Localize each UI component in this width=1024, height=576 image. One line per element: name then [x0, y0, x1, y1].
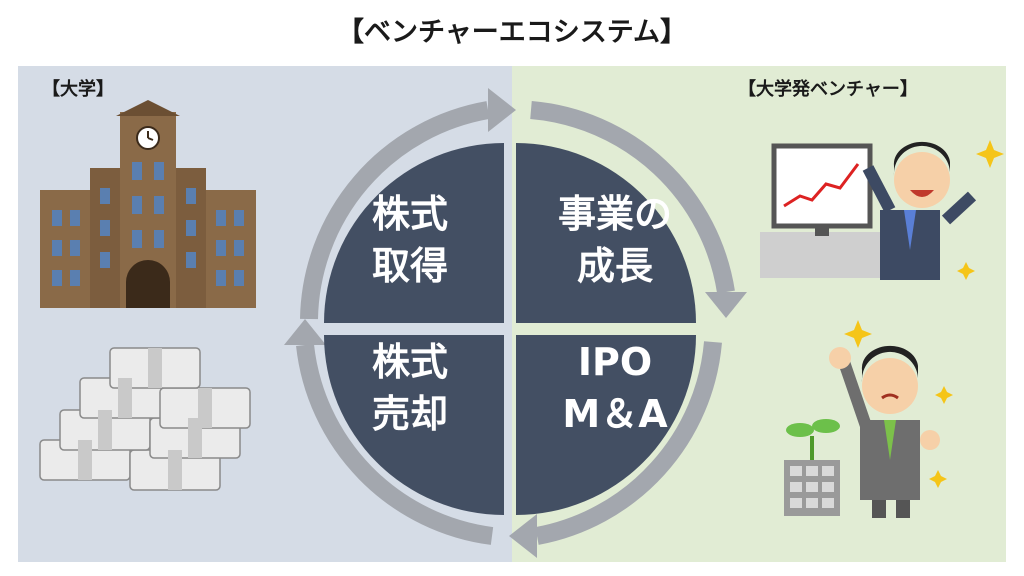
cycle-quadrants	[324, 143, 696, 515]
quadrant-text-line: M＆A	[562, 392, 668, 436]
quadrant-text-line: 株式	[371, 340, 448, 384]
quadrant-text-ipo-ma: IPO M＆A	[530, 336, 700, 440]
businessman-sprout-icon	[784, 320, 953, 518]
cycle-arrows	[296, 101, 735, 545]
quadrant-text-line: 取得	[371, 244, 448, 288]
money-stack-icon	[39, 347, 251, 491]
arrow-bottom	[535, 341, 722, 545]
arrowhead-right	[705, 292, 747, 318]
quadrant-text-line: 成長	[576, 244, 653, 288]
arrowhead-left	[284, 319, 326, 345]
quadrant-text-line: IPO	[577, 340, 653, 384]
arrowhead-top	[488, 88, 516, 132]
quadrant-top-left	[324, 143, 504, 323]
quadrant-text-line: 売却	[371, 392, 448, 436]
arrowhead-bottom	[509, 514, 537, 558]
arrow-right	[530, 101, 735, 294]
quadrant-top-right	[516, 143, 696, 323]
arrow-left	[296, 344, 494, 545]
quadrant-text-stock-sale: 株式 売却	[335, 336, 485, 440]
diagram-title: 【ベンチャーエコシステム】	[337, 17, 687, 48]
university-label: 【大学】	[42, 79, 114, 100]
businessman-chart-icon	[760, 140, 1004, 280]
arrow-heads	[284, 88, 747, 558]
venture-label: 【大学発ベンチャー】	[738, 79, 918, 100]
quadrant-text-business-growth: 事業の 成長	[530, 188, 700, 292]
university-building-icon	[40, 100, 256, 308]
quadrant-bottom-left	[324, 335, 504, 515]
arrow-top	[300, 101, 490, 320]
quadrant-text-stock-acquisition: 株式 取得	[335, 188, 485, 292]
quadrant-text-line: 事業の	[557, 192, 672, 236]
quadrant-text-line: 株式	[371, 192, 448, 236]
quadrant-bottom-right	[516, 335, 696, 515]
